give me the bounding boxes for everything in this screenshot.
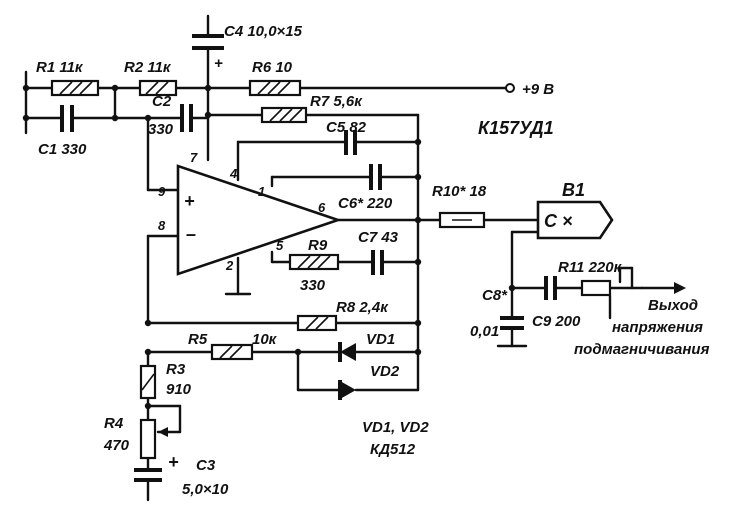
output-line3: подмагничивания <box>574 341 710 358</box>
label-r7: R7 5,6к <box>310 93 363 110</box>
pin-9: 9 <box>158 184 166 199</box>
label-r6: R6 10 <box>252 59 293 76</box>
wires-opamp-pins <box>146 140 442 325</box>
capacitor-c4 <box>192 14 224 50</box>
wires-r7 <box>206 113 420 392</box>
pin-5: 5 <box>276 238 284 253</box>
label-r3: R3 <box>166 361 186 378</box>
label-r1: R1 11к <box>36 59 84 76</box>
label-ic: К157УД1 <box>478 118 554 138</box>
label-c7: C7 43 <box>358 229 399 246</box>
capacitor-c5 <box>344 130 357 155</box>
label-r10: R10* 18 <box>432 183 487 200</box>
output-line1: Выход <box>648 297 698 314</box>
label-c8: C8* <box>482 287 508 304</box>
resistor-r4 <box>139 418 168 460</box>
label-c4-plus: + <box>214 55 223 72</box>
pin-2: 2 <box>225 258 234 273</box>
pin-4: 4 <box>229 166 238 181</box>
resistor-r6 <box>248 79 302 97</box>
supply-terminal <box>505 83 515 93</box>
opamp-plus: + <box>184 191 195 211</box>
resistor-r11 <box>580 279 612 297</box>
output-line2: напряжения <box>612 319 703 336</box>
label-r9-value: 330 <box>300 277 326 294</box>
resistor-r8 <box>296 314 338 332</box>
label-c5: C5 82 <box>326 119 367 136</box>
capacitor-c6 <box>369 164 382 190</box>
label-r3-value: 910 <box>166 381 192 398</box>
pin-8: 8 <box>158 218 166 233</box>
label-vd1: VD1 <box>366 331 395 348</box>
label-r2: R2 11к <box>124 59 172 76</box>
wires-input <box>24 70 210 192</box>
wires-output <box>482 218 686 348</box>
junction-dots <box>22 84 516 410</box>
label-c2-name: C2 <box>152 93 172 110</box>
resistor-r7 <box>260 106 308 124</box>
head-symbol-text: C × <box>544 211 573 231</box>
capacitor-c7 <box>371 250 384 275</box>
label-diodes: VD1, VD2 <box>362 419 429 436</box>
label-r8: R8 2,4к <box>336 299 389 316</box>
capacitor-c2 <box>180 104 210 132</box>
resistor-r1 <box>50 79 100 97</box>
pin-6: 6 <box>318 200 326 215</box>
op-amp-triangle <box>176 164 343 276</box>
label-r4: R4 <box>104 415 124 432</box>
label-supply: +9 В <box>522 81 554 98</box>
output-arrow-icon <box>674 282 686 294</box>
pin-1: 1 <box>258 184 265 199</box>
label-c3-value: 5,0×10 <box>182 481 229 498</box>
label-c1: C1 330 <box>38 141 87 158</box>
resistor-r10 <box>438 211 486 229</box>
wires-supply <box>206 48 508 162</box>
label-diode-type: КД512 <box>370 441 416 458</box>
label-r4-value: 470 <box>103 437 130 454</box>
resistor-r9 <box>288 253 340 271</box>
label-vd2: VD2 <box>370 363 400 380</box>
diode-vd2 <box>338 380 356 400</box>
head-b1: C × <box>536 200 614 240</box>
pin-7: 7 <box>190 150 198 165</box>
label-b1: B1 <box>562 180 585 200</box>
capacitor-c9 <box>544 276 557 300</box>
capacitor-c1 <box>60 105 74 132</box>
label-r5-value: 10к <box>252 331 278 348</box>
label-r5: R5 <box>188 331 208 348</box>
label-c2-value: 330 <box>148 121 174 138</box>
resistor-r5 <box>210 343 254 361</box>
resistor-r2 <box>138 79 178 97</box>
label-r9: R9 <box>308 237 328 254</box>
label-c4: C4 10,0×15 <box>224 23 303 40</box>
label-c6: C6* 220 <box>338 195 393 212</box>
opamp-minus: – <box>186 224 196 244</box>
label-r11: R11 220к <box>558 259 623 276</box>
capacitor-c8 <box>500 316 524 330</box>
resistor-r3 <box>139 364 157 400</box>
label-c3-plus: + <box>168 452 179 472</box>
label-c9: C9 200 <box>532 313 581 330</box>
label-c8-value: 0,01 <box>470 323 499 340</box>
label-c3: C3 <box>196 457 216 474</box>
wires-feedback-lower <box>146 321 420 502</box>
diode-vd1 <box>338 342 356 362</box>
capacitor-c3 <box>134 468 162 482</box>
